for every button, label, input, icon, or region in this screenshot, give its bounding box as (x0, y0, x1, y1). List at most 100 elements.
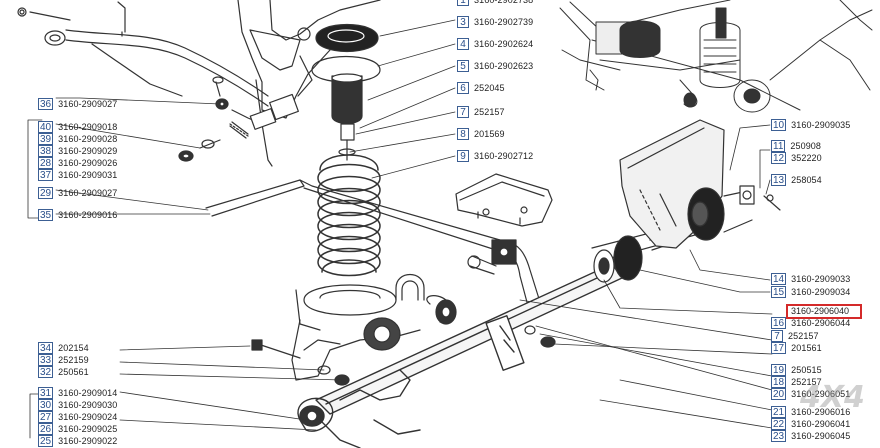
trailing-arm (297, 263, 623, 448)
part-number: 252159 (58, 355, 89, 365)
callout-number: 40 (38, 121, 54, 133)
part-number: 3160-2909026 (58, 158, 118, 168)
callout-number: 36 (38, 98, 54, 110)
callout-21[interactable]: 21 3160-2906016 (771, 406, 850, 418)
callout-13[interactable]: 13 258054 (771, 174, 822, 186)
small-hardware-left (178, 76, 299, 162)
callout-number: 32 (38, 366, 54, 378)
callout-number: 7 (771, 330, 783, 342)
callout-8[interactable]: 8 201569 (457, 128, 505, 140)
bolts-and-nuts (251, 325, 556, 386)
part-number: 3160-2909027 (58, 99, 118, 109)
highlight-box (786, 304, 862, 319)
body-bracket (231, 0, 381, 167)
callout-number: 18 (771, 376, 787, 388)
part-number: 3160-2906045 (791, 431, 851, 441)
callout-number: 9 (457, 150, 469, 162)
callout-number: 15 (771, 286, 787, 298)
part-number: 3160-2902623 (474, 61, 534, 71)
part-number: 3160-2909024 (58, 412, 118, 422)
part-number: 352220 (791, 153, 822, 163)
stabilizer-link-rod (205, 179, 541, 307)
rubber-bushing (687, 185, 781, 241)
callout-9[interactable]: 9 3160-2902712 (457, 150, 533, 162)
part-number: 3160-2909035 (791, 120, 851, 130)
part-number: 3160-2909030 (58, 400, 118, 410)
callout-number: 4 (457, 38, 469, 50)
part-number: 3160-2909027 (58, 188, 118, 198)
part-number: 3160-2902712 (474, 151, 534, 161)
callout-number: 31 (38, 387, 54, 399)
callout-30[interactable]: 30 3160-2909030 (38, 399, 117, 411)
callout-number: 3 (457, 16, 469, 28)
callout-number: 11 (771, 140, 786, 152)
part-number: 3160-2906016 (791, 407, 851, 417)
part-number: 252157 (474, 107, 505, 117)
link-bracket (455, 173, 553, 227)
callout-number: 8 (457, 128, 469, 140)
callout-11[interactable]: 11 250908 (771, 140, 821, 152)
callout-23[interactable]: 23 3160-2906045 (771, 430, 850, 442)
callout-number: 21 (771, 406, 787, 418)
callout-number: 5 (457, 60, 469, 72)
callout-number: 17 (771, 342, 787, 354)
part-number: 252045 (474, 83, 505, 93)
lower-spring-seat (291, 284, 421, 381)
part-number: 250908 (790, 141, 822, 151)
stabilizer-bar-top (17, 1, 269, 107)
callout-number: 30 (38, 399, 54, 411)
callout-number: 37 (38, 169, 54, 181)
bump-stop-stack (311, 23, 381, 161)
callout-36[interactable]: 36 3160-2909027 (38, 98, 117, 110)
part-number: 3160-2909034 (791, 287, 851, 297)
part-number: 258054 (791, 175, 822, 185)
vehicle-rear-axle-view (559, 0, 873, 113)
part-number: 3160-2909033 (791, 274, 851, 284)
coil-spring (317, 154, 381, 277)
part-number: 3160-2906051 (791, 389, 851, 399)
callout-27[interactable]: 27 3160-2909024 (38, 411, 117, 423)
watermark-logo: 4X4 (800, 380, 865, 415)
callout-number: 13 (771, 174, 787, 186)
part-number: 201569 (474, 129, 505, 139)
callout-number: 27 (38, 411, 54, 423)
callout-number: 1 (457, 0, 469, 6)
u-bolt-clamp (395, 273, 457, 325)
highlighted-part-number[interactable]: 3160-2906040 (791, 306, 850, 316)
callout-15[interactable]: 15 3160-2909034 (771, 286, 850, 298)
callout-number: 23 (771, 430, 787, 442)
callout-number: 39 (38, 133, 54, 145)
part-number: 3160-2906044 (791, 318, 851, 328)
callout-5[interactable]: 5 3160-2902623 (457, 60, 533, 72)
callout-number: 34 (38, 342, 54, 354)
part-number: 3160-2906041 (791, 419, 851, 429)
